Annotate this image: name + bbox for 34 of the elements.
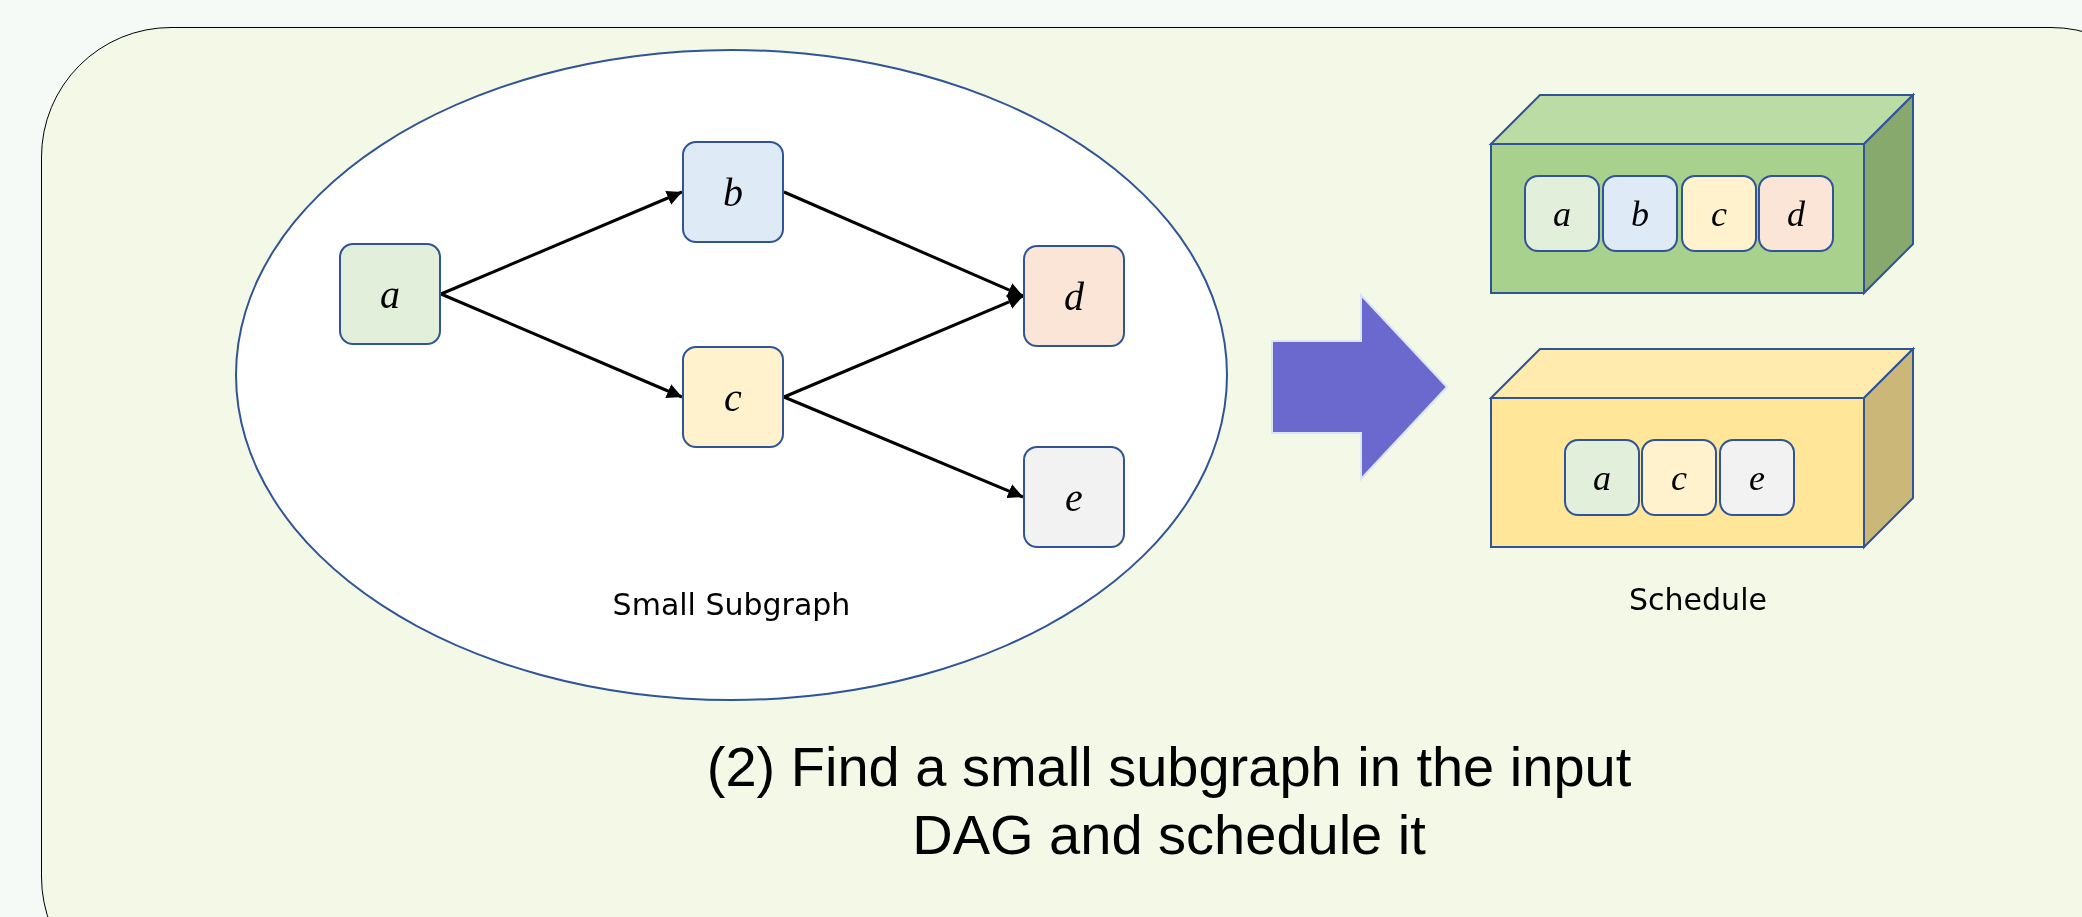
task-label: e <box>1749 456 1765 499</box>
task-label: c <box>1711 192 1727 235</box>
block-arrow <box>1271 292 1449 482</box>
task-node <box>1641 439 1717 516</box>
task-node <box>1023 245 1125 347</box>
arrow <box>783 294 1024 399</box>
task-node <box>1719 439 1795 516</box>
task-label: b <box>723 168 743 216</box>
task-node <box>339 243 441 345</box>
task-node <box>1602 175 1678 252</box>
task-label: d <box>1787 192 1805 235</box>
rounded-panel <box>41 27 2082 917</box>
arrow <box>440 292 683 399</box>
task-node <box>1681 175 1757 252</box>
task-node <box>1023 446 1125 548</box>
caption-text: (2) Find a small subgraph in the input DAG and schedule it <box>705 734 1633 868</box>
task-node <box>1564 439 1640 516</box>
schedule-label: Schedule <box>1628 582 1768 617</box>
subgraph-label: Small Subgraph <box>611 587 852 622</box>
task-node <box>682 346 784 448</box>
task-label: a <box>380 270 400 318</box>
arrow <box>783 190 1024 298</box>
task-node <box>682 141 784 243</box>
task-label: c <box>1671 456 1687 499</box>
task-label: a <box>1553 192 1571 235</box>
task-label: e <box>1065 473 1083 521</box>
arrow <box>783 395 1024 499</box>
task-label: b <box>1631 192 1649 235</box>
task-label: c <box>724 373 742 421</box>
task-node <box>1524 175 1600 252</box>
arrow <box>440 190 683 296</box>
task-label: a <box>1593 456 1611 499</box>
task-label: d <box>1064 272 1084 320</box>
task-node <box>1758 175 1834 252</box>
